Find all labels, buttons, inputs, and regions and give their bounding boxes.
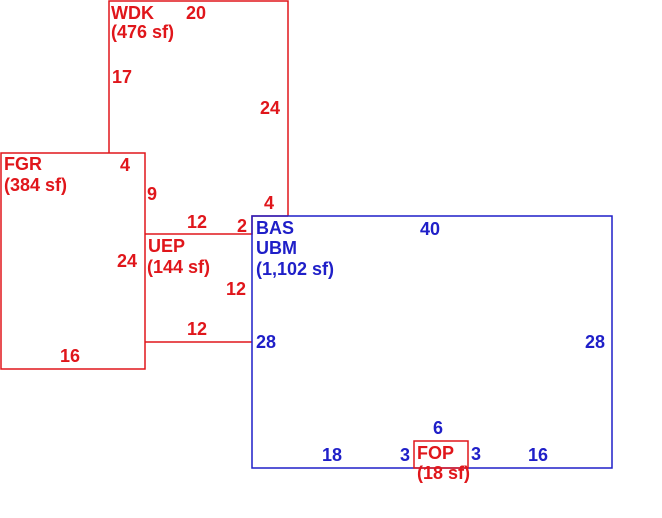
fop-right-dimension: 3: [471, 444, 481, 464]
fop-area: (18 sf): [417, 463, 470, 483]
uep-bottom-dimension: 12: [187, 319, 207, 339]
uep-area: (144 sf): [147, 257, 210, 277]
fgr-bottom-dimension: 16: [60, 346, 80, 366]
uep-top-dimension: 12: [187, 212, 207, 232]
wdk-outline: [108, 0, 289, 216]
uep-right-dimension: 12: [226, 279, 246, 299]
fop-top-dimension: 6: [433, 418, 443, 438]
wdk-right-dimension: 24: [260, 98, 280, 118]
fop-code: FOP: [417, 443, 454, 463]
bas-bottom-right-dimension: 16: [528, 445, 548, 465]
bas-code: BAS: [256, 218, 294, 238]
bas-right-dimension: 28: [585, 332, 605, 352]
bas-top-dimension: 40: [420, 219, 440, 239]
bas-bottom-left-dimension: 18: [322, 445, 342, 465]
fgr-code: FGR: [4, 154, 42, 174]
fgr-top-dimension: 4: [120, 155, 130, 175]
wdk-left-dimension: 17: [112, 67, 132, 87]
fgr-right-upper-dimension: 9: [147, 184, 157, 204]
fgr-area: (384 sf): [4, 175, 67, 195]
wdk-area: (476 sf): [111, 22, 174, 42]
fgr-right-dimension: 24: [117, 251, 137, 271]
bas-outline: [251, 215, 613, 469]
fgr-outline: [0, 152, 146, 370]
uep-code: UEP: [148, 236, 185, 256]
bas-code-ubm: UBM: [256, 238, 297, 258]
fop-left-dimension: 3: [400, 445, 410, 465]
fop-outline: [413, 440, 469, 469]
wdk-right-lower-dimension: 4: [264, 193, 274, 213]
uep-step-dimension: 2: [237, 216, 247, 236]
wdk-top-dimension: 20: [186, 3, 206, 23]
bas-left-dimension: 28: [256, 332, 276, 352]
wdk-code: WDK: [111, 3, 154, 23]
bas-area: (1,102 sf): [256, 259, 334, 279]
